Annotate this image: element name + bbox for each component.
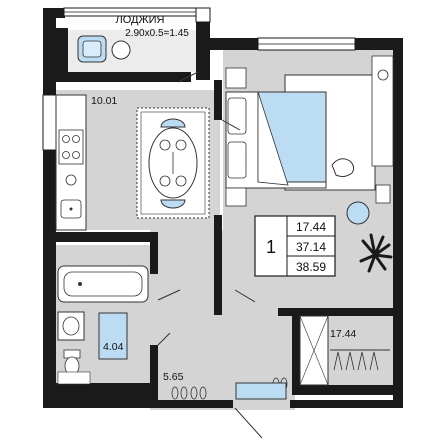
window-loggia-side xyxy=(195,7,211,23)
wall-right xyxy=(393,38,403,408)
loggia-title: ЛОДЖИЯ xyxy=(116,14,165,26)
wall-bath-right-bottom xyxy=(150,345,158,385)
bedroom-area-label: 17.44 xyxy=(330,328,356,340)
loggia-dimensions: 2.90x0.5=1.45 xyxy=(125,28,189,39)
wall-bottom-right xyxy=(290,400,403,408)
window-kitchen xyxy=(42,94,57,151)
wall-partition-vertical-low xyxy=(214,215,222,315)
washbasin-icon xyxy=(57,311,85,341)
kitchen-counter xyxy=(55,94,87,231)
wall-closet-top xyxy=(278,308,396,316)
shower-tray-icon xyxy=(57,371,91,385)
labels: ЛОДЖИЯ 2.90x0.5=1.45 10.01 4.04 5.65 17.… xyxy=(91,14,356,383)
double-bed-icon xyxy=(225,91,327,189)
wall-bottom-mid xyxy=(158,400,233,408)
nightstand-icon xyxy=(225,67,247,207)
bathtub-icon xyxy=(57,265,149,303)
door-kitchen-loggia xyxy=(177,71,199,83)
living-area-value: 17.44 xyxy=(296,220,326,234)
hallway-area-label: 5.65 xyxy=(163,371,184,383)
wall-loggia-left xyxy=(56,28,68,78)
room-count: 1 xyxy=(266,237,276,257)
door-room-hall xyxy=(234,289,256,303)
total-area-value: 37.14 xyxy=(296,240,326,254)
wall-kitchen-bottom xyxy=(56,232,151,242)
wall-room-top-right xyxy=(355,38,403,50)
wall-loggia-right xyxy=(196,8,210,80)
doors xyxy=(157,71,263,439)
wall-closet-bottom xyxy=(292,385,396,395)
bathroom-area-label: 4.04 xyxy=(103,341,124,353)
desk-icon xyxy=(371,55,394,204)
wall-partition-vertical xyxy=(214,80,222,120)
dining-table-icon xyxy=(148,118,198,209)
wall-kitchen-top xyxy=(56,72,191,82)
wall-bottom-left xyxy=(43,383,158,408)
pet-icon xyxy=(331,158,355,178)
summary-table: 1 17.44 37.14 38.59 xyxy=(254,215,336,277)
armchair-icon xyxy=(77,35,107,63)
windows xyxy=(42,7,356,151)
door-bathroom xyxy=(157,289,181,301)
wall-loggia-top xyxy=(43,8,65,18)
stove-icon xyxy=(58,129,84,165)
door-room-kitchen xyxy=(221,119,241,131)
wardrobe xyxy=(299,315,390,386)
side-table-icon xyxy=(111,40,131,60)
kitchen-area-label: 10.01 xyxy=(91,95,117,107)
wall-room-top xyxy=(210,38,258,50)
stool-icon xyxy=(346,201,370,225)
total-with-loggia-value: 38.59 xyxy=(296,260,326,274)
door-mat-icon xyxy=(235,382,287,400)
toilet-icon xyxy=(63,349,81,376)
door-entrance xyxy=(234,407,263,439)
wall-left xyxy=(43,8,56,408)
wall-closet-left xyxy=(292,308,300,393)
wall-bath-right-top xyxy=(150,232,158,274)
bath-mat-icon xyxy=(98,312,128,360)
plant-icon xyxy=(359,233,393,273)
door-closet xyxy=(157,332,171,346)
